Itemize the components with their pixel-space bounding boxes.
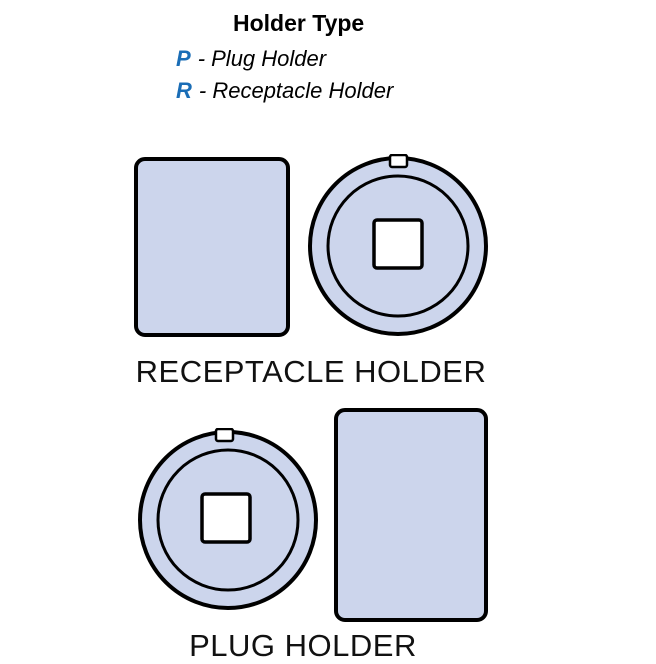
legend-title: Holder Type [233,10,365,36]
plug-holder-side-view [334,408,488,622]
receptacle-front-keyway-notch [388,154,409,169]
legend-entry-receptacle: R- Receptacle Holder [176,78,393,104]
plug-front-inner-ring [156,448,300,592]
plug-holder-front-view [138,428,318,610]
legend-code-r: R [176,78,192,103]
legend-entry-plug: P- Plug Holder [176,46,326,72]
receptacle-holder-caption: RECEPTACLE HOLDER [135,354,487,389]
plug-holder-caption: PLUG HOLDER [189,628,417,663]
plug-front-keyway-notch [214,428,235,443]
plug-side-body [334,408,488,622]
legend-label-plug: - Plug Holder [197,46,327,71]
legend-label-receptacle: - Receptacle Holder [198,78,394,103]
plug-front-square-drive-hole [200,492,252,544]
receptacle-side-body [134,157,290,337]
receptacle-holder-side-view [134,157,290,337]
receptacle-front-square-drive-hole [372,218,424,270]
legend-code-p: P [176,46,191,71]
receptacle-front-inner-ring [326,174,470,318]
receptacle-holder-front-view [308,154,488,336]
